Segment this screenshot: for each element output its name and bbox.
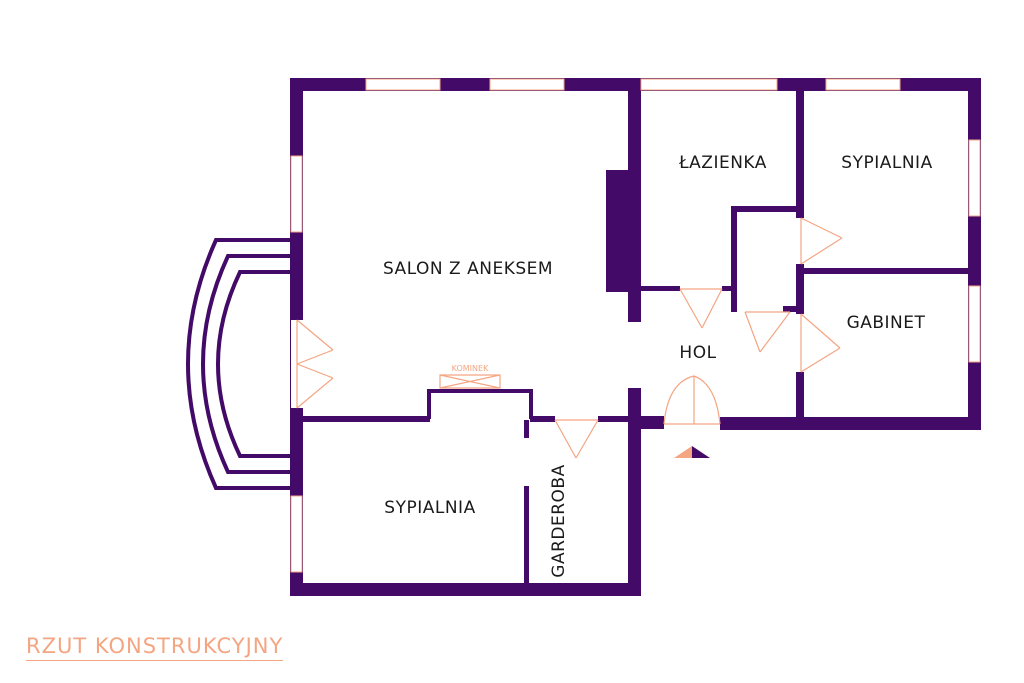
fireplace-label: KOMINEK — [452, 364, 489, 373]
balcony — [186, 238, 291, 490]
room-label-sypialnia-top: SYPIALNIA — [841, 153, 932, 173]
room-label-sypialnia-bottom: SYPIALNIA — [384, 498, 475, 518]
room-label-lazienka: ŁAZIENKA — [678, 153, 767, 173]
doors — [291, 217, 843, 459]
interior-walls — [290, 78, 981, 586]
plan-title: RZUT KONSTRUKCYJNY — [26, 634, 284, 661]
fireplace — [439, 374, 501, 389]
windows — [290, 78, 981, 573]
room-label-gabinet: GABINET — [847, 313, 926, 333]
entrance-arrow-icon — [674, 446, 710, 458]
room-label-hol: HOL — [679, 343, 716, 363]
room-label-salon: SALON Z ANEKSEM — [383, 259, 553, 279]
room-label-garderoba: GARDEROBA — [549, 464, 569, 577]
